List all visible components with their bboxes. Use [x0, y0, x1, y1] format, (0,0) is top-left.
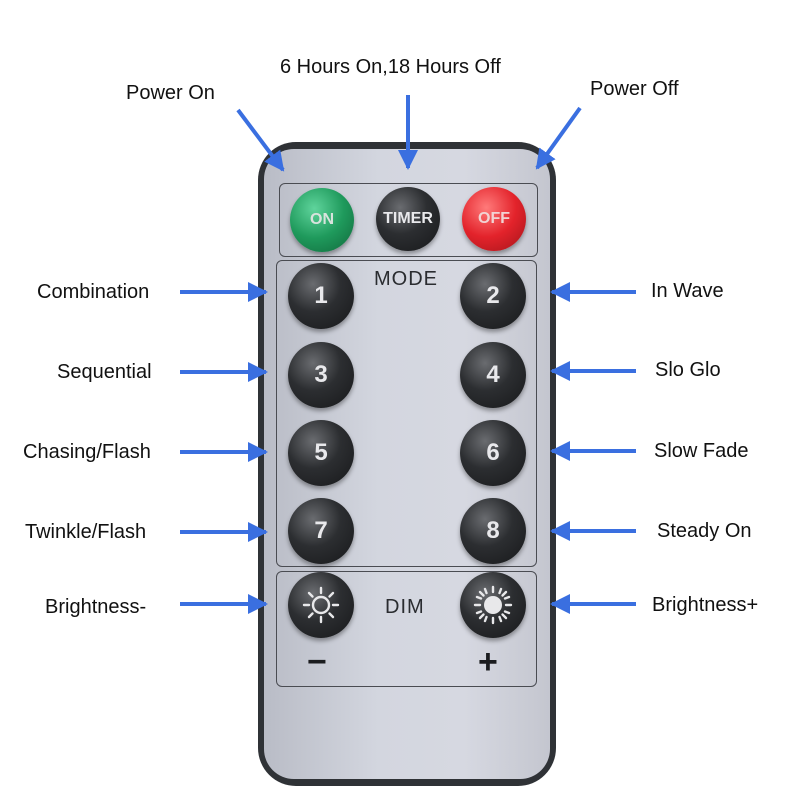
- callout-sequential: Sequential: [57, 361, 152, 383]
- mode-button-2[interactable]: 2: [460, 263, 526, 329]
- callout-slo-glo: Slo Glo: [655, 359, 721, 381]
- mode-panel: [276, 260, 537, 567]
- mode-label: MODE: [374, 268, 438, 290]
- mode-button-6[interactable]: 6: [460, 420, 526, 486]
- dim-panel: [276, 571, 537, 687]
- callout-twinkle-flash: Twinkle/Flash: [25, 521, 147, 543]
- brightness-down-button[interactable]: [288, 572, 354, 638]
- callout-timer: 6 Hours On,18 Hours Off: [280, 56, 501, 78]
- dim-label: DIM: [385, 596, 425, 618]
- callout-slow-fade: Slow Fade: [654, 440, 749, 462]
- brightness-up-button[interactable]: [460, 572, 526, 638]
- callout-combination: Combination: [37, 281, 150, 303]
- mode-button-5[interactable]: 5: [288, 420, 354, 486]
- on-button[interactable]: ON: [290, 188, 354, 252]
- power-panel: [279, 183, 538, 257]
- callout-in-wave: In Wave: [651, 280, 724, 302]
- callout-brightness-plus: Brightness+: [652, 594, 759, 616]
- callout-chasing-flash: Chasing/Flash: [23, 441, 151, 463]
- callout-power-off: Power Off: [590, 78, 679, 100]
- mode-button-4[interactable]: 4: [460, 342, 526, 408]
- mode-button-8[interactable]: 8: [460, 498, 526, 564]
- callout-power-on: Power On: [126, 82, 215, 104]
- timer-button[interactable]: TIMER: [376, 187, 440, 251]
- off-button[interactable]: OFF: [462, 187, 526, 251]
- plus-sign: +: [478, 643, 498, 681]
- sun-filled-icon: [473, 585, 513, 625]
- minus-sign: −: [307, 643, 327, 681]
- callout-steady-on: Steady On: [657, 520, 752, 542]
- mode-button-3[interactable]: 3: [288, 342, 354, 408]
- sun-outline-icon: [302, 586, 340, 624]
- callout-brightness-minus: Brightness-: [45, 596, 147, 618]
- mode-button-7[interactable]: 7: [288, 498, 354, 564]
- mode-button-1[interactable]: 1: [288, 263, 354, 329]
